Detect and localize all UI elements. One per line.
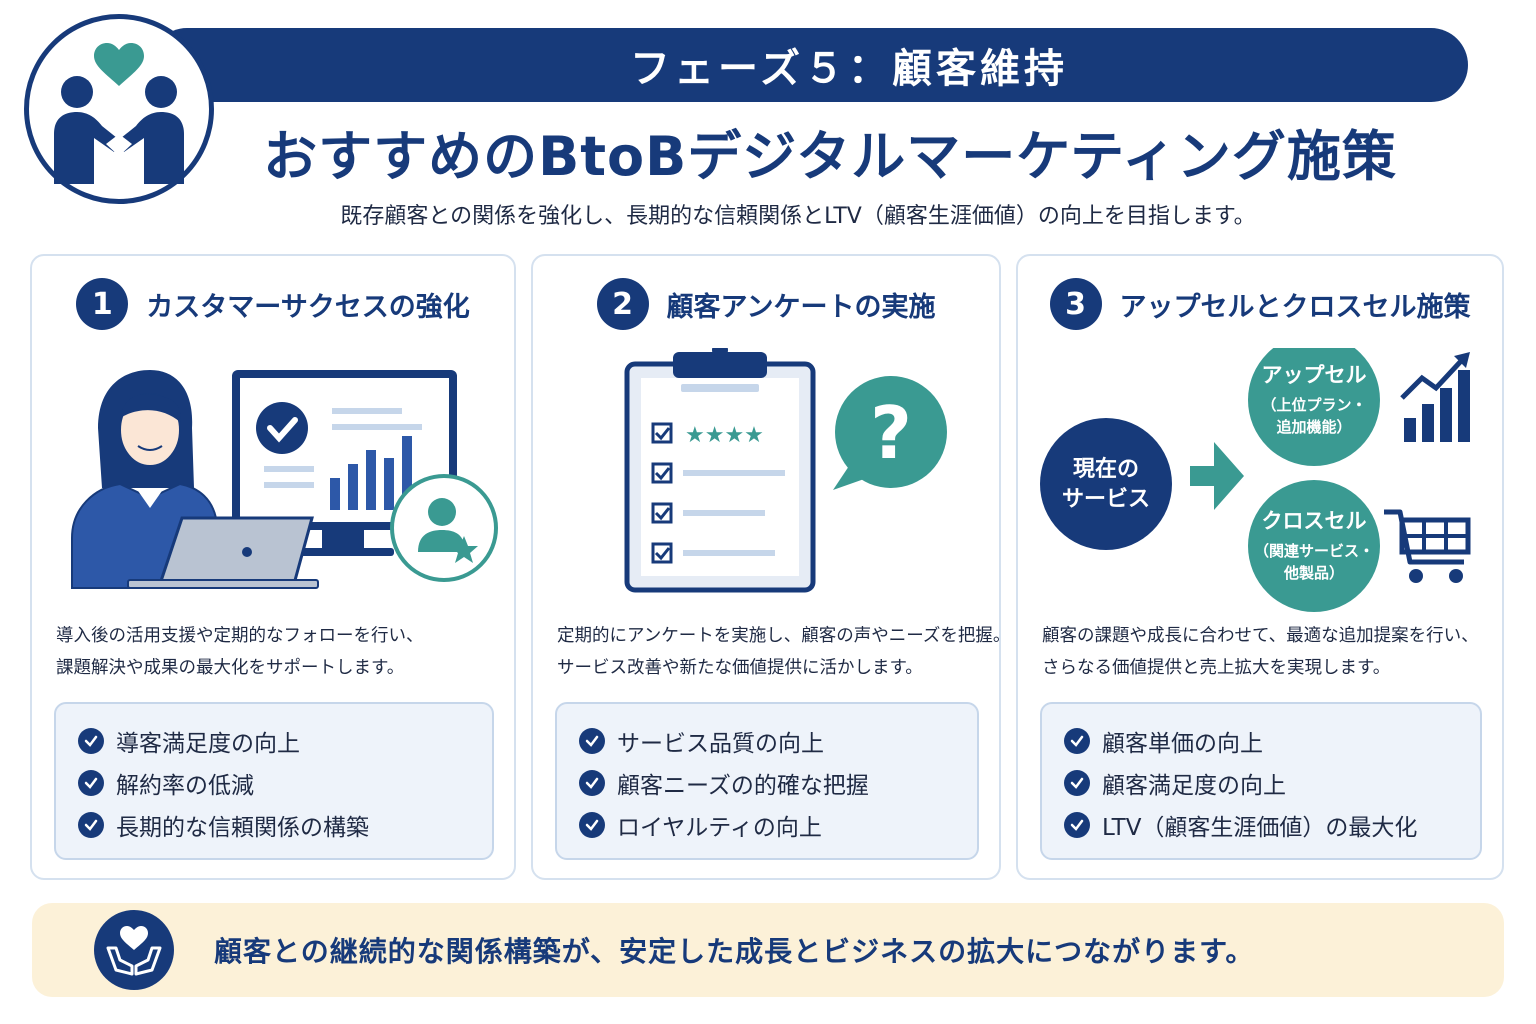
svg-text:他製品）: 他製品） <box>1283 564 1344 582</box>
card-description: 導入後の活用支援や定期的なフォローを行い、 課題解決や成果の最大化をサポートしま… <box>56 620 504 684</box>
check-circle-icon <box>1064 728 1090 754</box>
card-title: アップセルとクロスセル施策 <box>1119 291 1471 323</box>
check-circle-icon <box>78 770 104 796</box>
svg-text:追加機能）: 追加機能） <box>1276 418 1351 436</box>
card-header: 3 アップセルとクロスセル施策 <box>1018 278 1502 330</box>
card-description: 顧客の課題や成長に合わせて、最適な追加提案を行い、 さらなる価値提供と売上拡大を… <box>1042 620 1492 684</box>
svg-text:クロスセル: クロスセル <box>1262 509 1367 533</box>
page-subtitle: 既存顧客との関係を強化し、長期的な信頼関係とLTV（顧客生涯価値）の向上を目指し… <box>340 204 1256 229</box>
benefit-item: 解約率の低減 <box>78 762 492 804</box>
card-customer-success: 1 カスタマーサクセスの強化 <box>30 254 516 880</box>
svg-text:現在の: 現在の <box>1073 456 1139 482</box>
benefit-label: 解約率の低減 <box>116 773 254 799</box>
card-customer-survey: 2 顧客アンケートの実施 ★★★★ <box>531 254 1011 880</box>
phase-banner: フェーズ５：顧客維持 <box>150 28 1468 102</box>
page-title: おすすめのBtoBデジタルマーケティング施策 <box>263 125 1397 188</box>
crosssell-node: クロスセル （関連サービス・ 他製品） <box>1248 480 1380 612</box>
benefit-label: LTV（顧客生涯価値）の最大化 <box>1102 815 1418 841</box>
benefit-label: サービス品質の向上 <box>617 731 824 757</box>
benefit-item: 長期的な信頼関係の構築 <box>78 804 492 846</box>
svg-text:アップセル: アップセル <box>1262 363 1367 387</box>
check-circle-icon <box>1064 812 1090 838</box>
check-circle-icon <box>579 812 605 838</box>
logo-circle <box>24 14 214 204</box>
growth-chart-icon <box>1400 352 1470 442</box>
description-line: 導入後の活用支援や定期的なフォローを行い、 <box>56 626 424 646</box>
card-header: 2 顧客アンケートの実施 <box>533 278 999 330</box>
question-bubble-icon: ? <box>833 376 947 490</box>
card-upsell-crosssell: 3 アップセルとクロスセル施策 現在の サービス アップセル （上位プラン・ 追… <box>1016 254 1504 880</box>
benefit-label: 導客満足度の向上 <box>116 731 300 757</box>
check-circle-icon <box>579 728 605 754</box>
benefit-item: 導客満足度の向上 <box>78 720 492 762</box>
benefit-label: ロイヤルティの向上 <box>617 815 822 841</box>
svg-text:★★★★: ★★★★ <box>685 423 764 448</box>
benefit-item: サービス品質の向上 <box>579 720 977 762</box>
woman-at-laptop-icon <box>71 370 319 589</box>
benefit-item: 顧客ニーズの的確な把握 <box>579 762 977 804</box>
description-line: 定期的にアンケートを実施し、顧客の声やニーズを把握。 <box>557 626 1011 646</box>
benefit-item: 顧客単価の向上 <box>1064 720 1480 762</box>
description-line: 課題解決や成果の最大化をサポートします。 <box>56 658 405 678</box>
svg-text:?: ? <box>870 391 912 475</box>
check-circle-icon <box>78 812 104 838</box>
handshake-heart-icon <box>54 43 184 184</box>
arrow-right-icon <box>1190 442 1244 510</box>
footer-message: 顧客との継続的な関係構築が、安定した成長とビジネスの拡大につながります。 <box>214 935 1255 968</box>
card-header: 1 カスタマーサクセスの強化 <box>32 278 514 330</box>
description-line: 顧客の課題や成長に合わせて、最適な追加提案を行い、 <box>1042 626 1479 646</box>
check-circle-icon <box>1064 770 1090 796</box>
card-description: 定期的にアンケートを実施し、顧客の声やニーズを把握。 サービス改善や新たな価値提… <box>557 620 1011 684</box>
benefit-item: 顧客満足度の向上 <box>1064 762 1480 804</box>
check-circle-icon <box>78 728 104 754</box>
benefit-label: 顧客ニーズの的確な把握 <box>617 773 869 799</box>
svg-text:（関連サービス・: （関連サービス・ <box>1254 542 1374 560</box>
customer-success-illustration <box>32 348 514 608</box>
benefit-item: LTV（顧客生涯価値）の最大化 <box>1064 804 1480 846</box>
upsell-node: アップセル （上位プラン・ 追加機能） <box>1248 334 1380 466</box>
benefit-list: サービス品質の向上 顧客ニーズの的確な把握 ロイヤルティの向上 <box>555 702 979 860</box>
card-title: カスタマーサクセスの強化 <box>146 291 470 323</box>
survey-illustration: ★★★★ ? <box>533 342 999 608</box>
description-line: さらなる価値提供と売上拡大を実現します。 <box>1042 658 1391 678</box>
benefit-item: ロイヤルティの向上 <box>579 804 977 846</box>
clipboard-icon: ★★★★ <box>624 342 816 593</box>
upsell-diagram: 現在の サービス アップセル （上位プラン・ 追加機能） クロスセル （関連サー… <box>1018 334 1502 612</box>
description-line: サービス改善や新たな価値提供に活かします。 <box>557 658 923 678</box>
user-star-icon <box>390 474 498 582</box>
card-number: 2 <box>596 278 649 330</box>
shopping-cart-icon <box>1384 509 1471 583</box>
benefit-label: 長期的な信頼関係の構築 <box>116 815 369 841</box>
card-number: 3 <box>1049 278 1102 330</box>
benefit-label: 顧客満足度の向上 <box>1102 773 1286 799</box>
hands-heart-icon <box>94 910 174 990</box>
card-title: 顧客アンケートの実施 <box>666 291 936 323</box>
phase-label: フェーズ５：顧客維持 <box>630 46 1068 92</box>
benefit-list: 顧客単価の向上 顧客満足度の向上 LTV（顧客生涯価値）の最大化 <box>1040 702 1482 860</box>
benefit-label: 顧客単価の向上 <box>1102 731 1263 757</box>
svg-text:サービス: サービス <box>1062 487 1150 512</box>
svg-text:（上位プラン・: （上位プラン・ <box>1261 396 1366 414</box>
card-number: 1 <box>76 278 129 330</box>
footer-banner: 顧客との継続的な関係構築が、安定した成長とビジネスの拡大につながります。 <box>32 903 1504 997</box>
check-circle-icon <box>579 770 605 796</box>
benefit-list: 導客満足度の向上 解約率の低減 長期的な信頼関係の構築 <box>54 702 494 860</box>
current-service-node: 現在の サービス <box>1040 418 1172 550</box>
